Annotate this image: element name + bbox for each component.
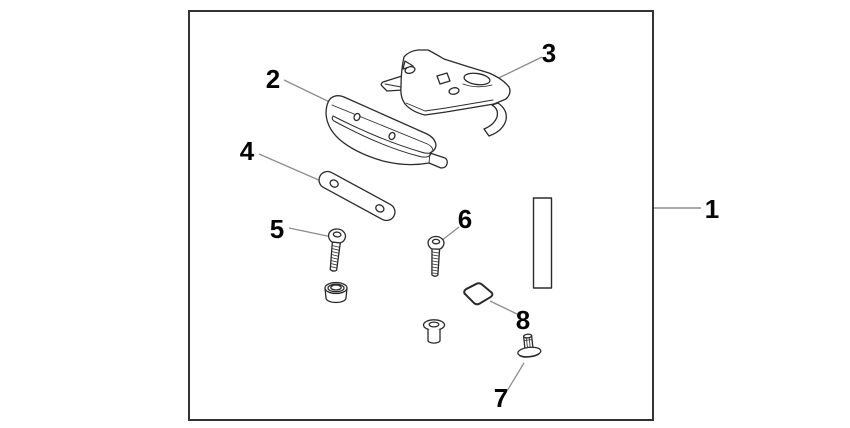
- callout-6: 6: [458, 204, 472, 234]
- part-3-bracket: [380, 49, 511, 137]
- part-2-tab-line: [428, 152, 431, 164]
- part-3-thickness-line: [405, 99, 494, 112]
- leader-line-5: [288, 227, 333, 238]
- leader-line-8: [489, 300, 518, 315]
- part-3-wing-fold-line: [384, 83, 402, 88]
- flanged-collar: [422, 319, 446, 344]
- rubber-strip: [532, 197, 553, 289]
- leader-lines: [258, 56, 701, 392]
- flanged-collar-body: [427, 328, 441, 344]
- callout-7: 7: [494, 383, 508, 413]
- callout-2: 2: [266, 64, 280, 94]
- part-4-outline: [318, 170, 396, 222]
- part-4-hole-right: [375, 204, 385, 213]
- part-3-hole-center: [448, 87, 460, 95]
- leader-line-4: [258, 153, 322, 182]
- part-2-slot-lower-line: [333, 120, 432, 158]
- part-8-pad: [463, 282, 494, 306]
- part-3-hook-arm: [483, 102, 507, 137]
- leader-line-6: [440, 226, 460, 242]
- part-4-strap: [318, 170, 396, 222]
- callout-8: 8: [516, 305, 530, 335]
- callout-3: 3: [542, 38, 556, 68]
- leader-line-7: [506, 362, 525, 392]
- cap-nut: [324, 281, 348, 304]
- callout-1: 1: [705, 194, 719, 224]
- kit-box-outline: [188, 10, 654, 421]
- part-6-threads: [431, 251, 440, 274]
- part-3-square-cutout: [436, 72, 451, 85]
- part-7-flange-underline: [519, 353, 541, 358]
- parts-artwork: [318, 49, 553, 358]
- part-6-screw: [427, 235, 445, 277]
- part-3-plate-outline: [400, 49, 511, 116]
- part-2-slot-end: [331, 115, 335, 122]
- flanged-collar-hole: [428, 321, 440, 328]
- part-2-hole-right: [388, 131, 396, 141]
- part-5-threads: [330, 245, 341, 269]
- part-3-hole-left: [404, 65, 416, 75]
- callout-5: 5: [270, 214, 284, 244]
- part-3-left-wing: [380, 75, 404, 92]
- part-7-stem-top: [523, 333, 533, 339]
- part-2-cover: [325, 95, 448, 169]
- callout-labels: 1 2 3 4 5 6 7 8: [240, 38, 719, 413]
- part-4-hole-left: [329, 179, 339, 188]
- part-6-socket: [431, 238, 441, 245]
- callout-4: 4: [240, 136, 255, 166]
- part-3-recess-lip: [462, 83, 493, 88]
- part-7-flange: [517, 346, 542, 358]
- part-5-socket: [332, 231, 342, 238]
- part-5-screw: [327, 228, 347, 272]
- part-7-rivet: [517, 333, 542, 358]
- part-2-hole-left: [353, 112, 361, 122]
- cap-nut-hole: [330, 284, 342, 291]
- part-3-oval-recess: [463, 72, 491, 86]
